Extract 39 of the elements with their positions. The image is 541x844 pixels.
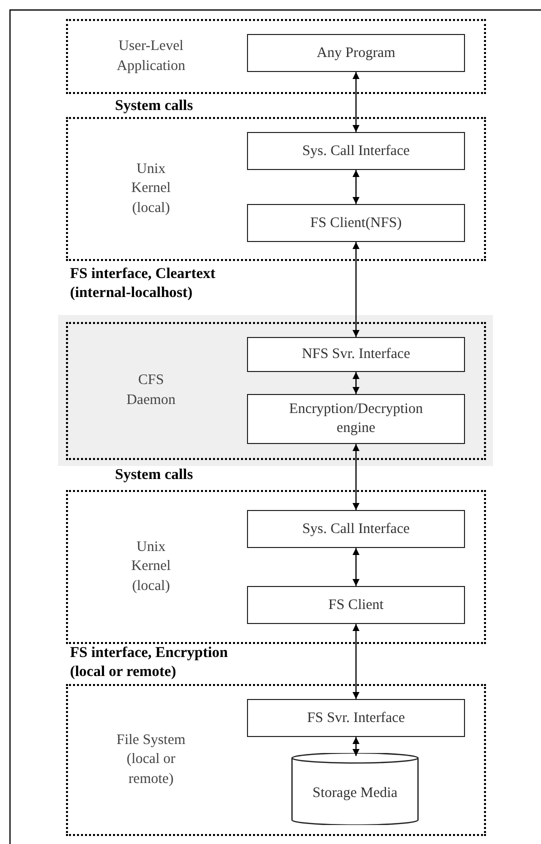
double-arrow: [352, 170, 360, 204]
box-label: Sys. Call Interface: [302, 520, 410, 538]
layer-label: CFS Daemon: [125, 371, 177, 410]
process-box: [247, 337, 465, 372]
layer-interface-label: System calls: [115, 466, 194, 485]
double-arrow: [352, 372, 360, 394]
box-label: Any Program: [316, 44, 396, 62]
double-arrow: [352, 624, 360, 699]
layer-label: File System (local or remote): [116, 730, 186, 789]
double-arrow: [352, 444, 360, 510]
layer-label: Unix Kernel (local): [130, 538, 172, 596]
process-box: [247, 394, 465, 444]
double-arrow: [352, 737, 360, 756]
storage-cylinder: [291, 753, 419, 825]
layer-box: [66, 684, 486, 836]
process-box: [247, 34, 465, 72]
layer-box: [66, 490, 486, 644]
layer-box: [66, 117, 486, 261]
layer-label: User-Level Application: [116, 36, 186, 76]
double-arrow: [352, 548, 360, 586]
box-label: FS Client(NFS): [310, 214, 402, 232]
box-label: Storage Media: [312, 784, 398, 802]
box-label: FS Client: [328, 596, 384, 614]
double-arrow: [352, 242, 360, 337]
layer-interface-label: FS interface, Cleartext (internal-localhost): [70, 265, 216, 302]
process-box: [247, 699, 465, 737]
layer-interface-label: System calls: [115, 97, 194, 116]
layer-interface-label: FS interface, Encryption (local or remote): [70, 644, 229, 682]
process-box: [247, 510, 465, 548]
layer-box: [66, 19, 486, 94]
box-label: Sys. Call Interface: [302, 142, 410, 160]
box-label: NFS Svr. Interface: [302, 345, 410, 364]
process-box: [247, 132, 465, 170]
box-label: FS Svr. Interface: [307, 708, 405, 728]
box-label: Encryption/Decryption engine: [288, 400, 424, 438]
layer-label: Unix Kernel (local): [130, 160, 172, 218]
process-box: [247, 586, 465, 624]
process-box: [247, 204, 465, 242]
double-arrow: [352, 72, 360, 132]
